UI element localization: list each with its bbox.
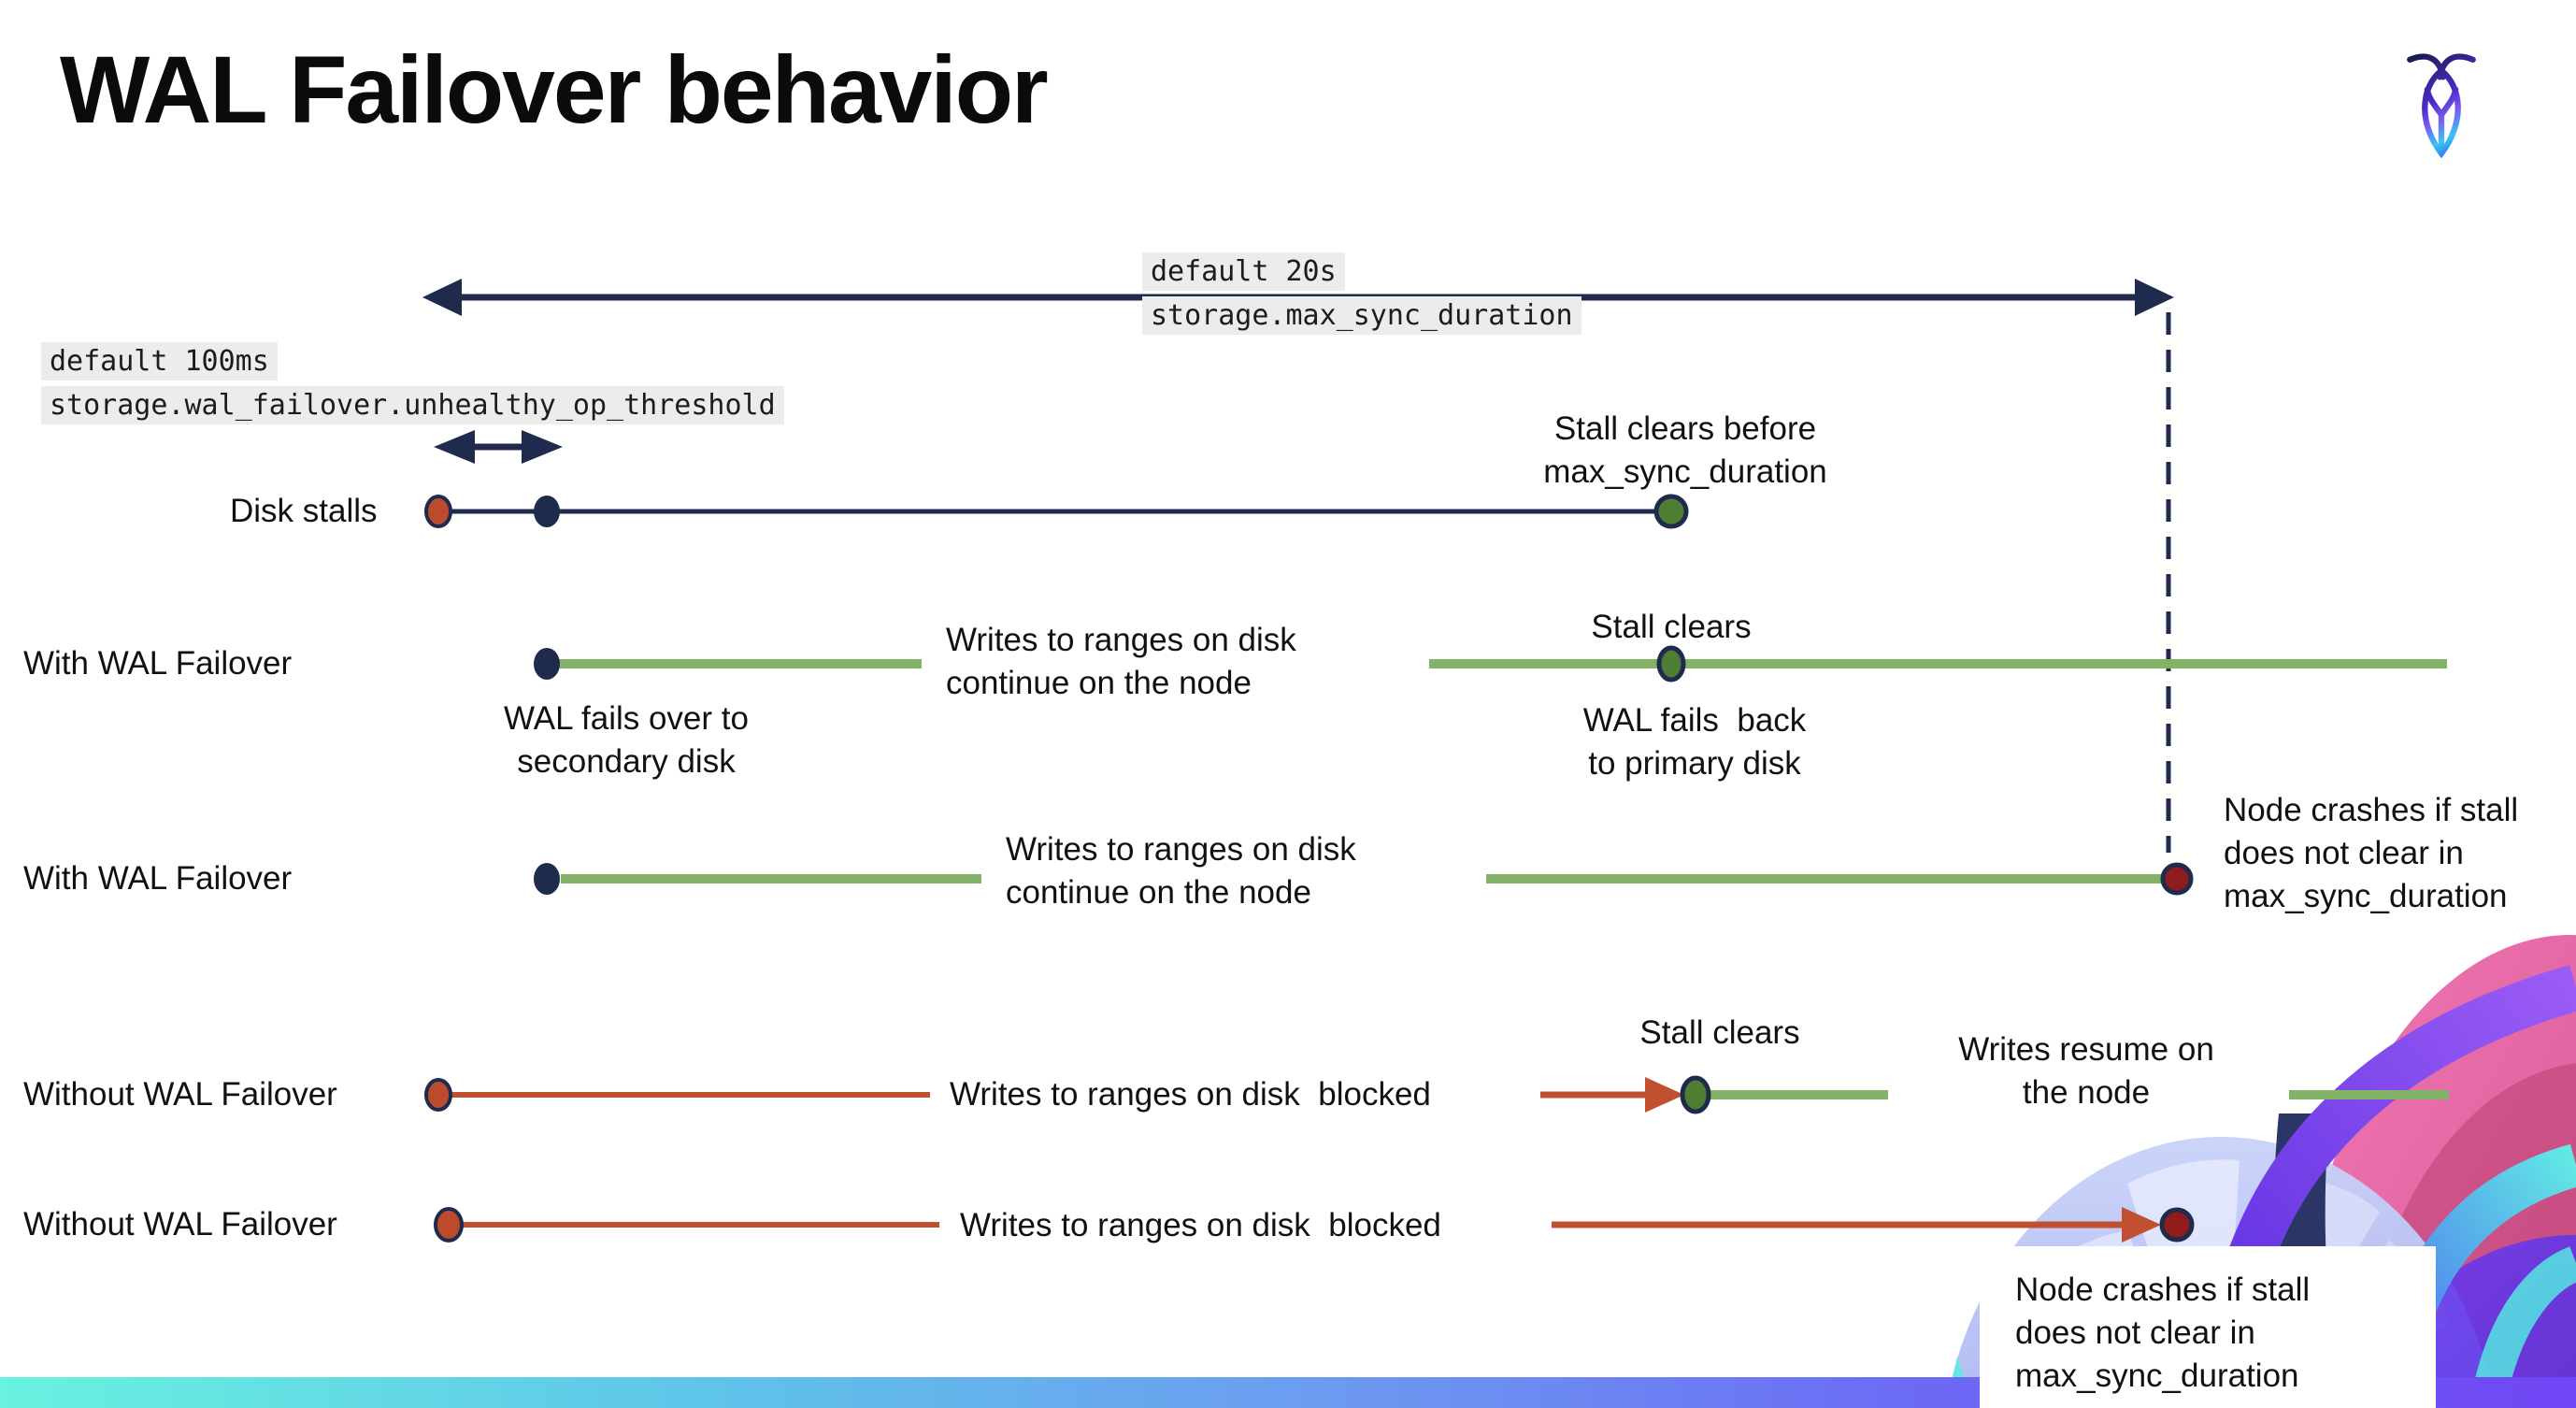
blocked-arrowhead [1645, 1077, 1684, 1113]
unhealthy-op-threshold-label: default 100ms storage.wal_failover.unhea… [41, 342, 784, 424]
row-label-with-wal-failover-1: With WAL Failover [23, 645, 293, 682]
note-writes-continue-1: Writes to ranges on disk continue on the… [946, 622, 1296, 701]
row-with-wal-failover-1 [534, 645, 2447, 682]
note-stall-clears-before: Stall clears before max_sync_duration [1543, 410, 1827, 490]
node-crash-dot [2160, 862, 2194, 896]
stall-clear-dot [1656, 645, 1686, 682]
stall-clear-dot [1653, 494, 1689, 529]
note-node-crashes-2: Node crashes if stall does not clear in … [2015, 1272, 2311, 1394]
disk-stall-start-dot [424, 1078, 452, 1112]
unhealthy-op-threshold-arrow [434, 430, 563, 464]
node-crash-dot [2159, 1207, 2195, 1243]
failover-trigger-dot [534, 863, 560, 895]
page-title: WAL Failover behavior [60, 36, 1049, 143]
row-without-wal-failover-2 [434, 1207, 2195, 1243]
failover-trigger-dot [534, 648, 560, 680]
disk-stall-start-dot [434, 1207, 464, 1243]
blocked-arrowhead [2122, 1207, 2161, 1243]
max-sync-duration-setting: storage.max_sync_duration [1142, 296, 1581, 335]
row-label-with-wal-failover-2: With WAL Failover [23, 860, 293, 897]
note-writes-continue-2: Writes to ranges on disk continue on the… [1006, 831, 1356, 911]
row-disk-stalls [424, 494, 1689, 529]
row-label-without-wal-failover-1: Without WAL Failover [23, 1076, 337, 1113]
row-label-without-wal-failover-2: Without WAL Failover [23, 1206, 337, 1243]
default-20s-value: default 20s [1142, 252, 1345, 291]
unhealthy-op-threshold-setting: storage.wal_failover.unhealthy_op_thresh… [41, 386, 784, 424]
note-writes-blocked-1: Writes to ranges on disk blocked [950, 1076, 1431, 1113]
note-stall-clears-2: Stall clears [1639, 1014, 1800, 1051]
failover-threshold-dot [534, 496, 560, 527]
max-sync-duration-label: default 20s storage.max_sync_duration [1142, 252, 1581, 335]
disk-stall-start-dot [424, 495, 452, 528]
row-without-wal-failover-1 [424, 1075, 2449, 1114]
note-writes-blocked-2: Writes to ranges on disk blocked [960, 1207, 1441, 1243]
note-stall-clears-1: Stall clears [1591, 609, 1752, 645]
note-wal-fails-back: WAL fails back to primary disk [1582, 702, 1807, 782]
note-wal-fails-over: WAL fails over to secondary disk [504, 700, 749, 780]
row-label-disk-stalls: Disk stalls [230, 493, 378, 529]
row-with-wal-failover-2 [534, 862, 2194, 896]
note-writes-resume: Writes resume on the node [1958, 1031, 2214, 1111]
crash-callout-box: Node crashes if stall does not clear in … [1980, 1246, 2436, 1408]
stall-clear-dot [1680, 1075, 1711, 1114]
note-node-crashes-1: Node crashes if stall does not clear in … [2224, 792, 2519, 914]
cockroachdb-logo-icon [2407, 53, 2476, 159]
default-100ms-value: default 100ms [41, 342, 278, 381]
